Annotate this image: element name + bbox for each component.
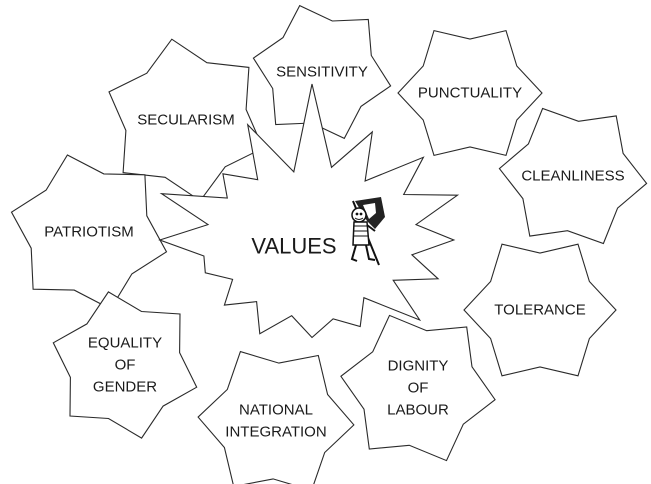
equality-of-gender-label-line: GENDER [93, 379, 157, 396]
value-node-equality-of-gender: EQUALITY OF GENDER [52, 291, 198, 439]
value-node-national-integration: NATIONAL INTEGRATION [197, 350, 355, 484]
value-node-secularism: SECULARISM [108, 38, 264, 202]
equality-of-gender-label-line: EQUALITY [88, 335, 162, 352]
sensitivity-shape [252, 4, 392, 140]
patriotism-label-line: PATRIOTISM [44, 224, 133, 241]
value-nodes: SENSITIVITY PUNCTUALITY SECULARISM CLEANLIN… [10, 4, 648, 484]
punctuality-shape [397, 29, 543, 157]
value-node-tolerance: TOLERANCE [463, 243, 617, 377]
cleanliness-label-line: CLEANLINESS [521, 168, 624, 185]
value-node-dignity-of-labour: DIGNITY OF LABOUR [340, 314, 496, 462]
center-label: VALUES [251, 234, 336, 259]
cleanliness-shape [498, 107, 648, 245]
value-node-punctuality: PUNCTUALITY [397, 29, 543, 157]
dignity-of-labour-label-line: LABOUR [387, 402, 449, 419]
secularism-label-line: SECULARISM [137, 112, 235, 129]
flag-bearer-icon [350, 197, 385, 266]
dignity-of-labour-shape [340, 314, 496, 462]
value-node-cleanliness: CLEANLINESS [498, 107, 648, 245]
sensitivity-label-line: SENSITIVITY [276, 64, 368, 81]
national-integration-label-line: INTEGRATION [225, 424, 326, 441]
equality-of-gender-shape [52, 291, 198, 439]
dignity-of-labour-label-line: DIGNITY [388, 358, 449, 375]
tolerance-label-line: TOLERANCE [494, 302, 585, 319]
punctuality-label-line: PUNCTUALITY [418, 85, 522, 102]
center-starburst [158, 83, 460, 339]
value-node-sensitivity: SENSITIVITY [252, 4, 392, 140]
center-node: VALUES [158, 83, 460, 339]
national-integration-shape [197, 350, 355, 484]
tolerance-shape [463, 243, 617, 377]
value-node-patriotism: PATRIOTISM [10, 154, 168, 310]
national-integration-label-line: NATIONAL [239, 402, 313, 419]
dignity-of-labour-label-line: OF [408, 380, 429, 397]
equality-of-gender-label-line: OF [115, 357, 136, 374]
